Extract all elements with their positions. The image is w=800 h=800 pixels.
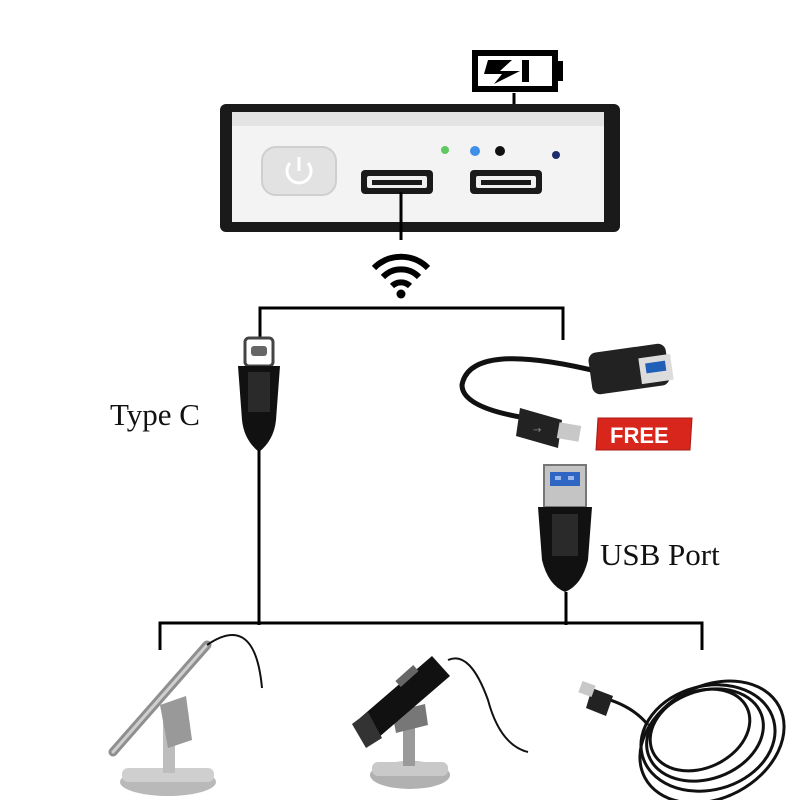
svg-text:→: → [533, 425, 541, 436]
handheld-digital-microscope [352, 656, 529, 789]
upper-bracket [258, 306, 565, 340]
type-c-connector [238, 336, 280, 452]
micro-usb-port-right [470, 170, 542, 194]
power-button[interactable] [261, 146, 337, 196]
micro-usb-port-left [361, 170, 433, 194]
usb-port-label: USB Port [600, 537, 720, 572]
stand-microscope [108, 634, 263, 796]
usb-a-connector [538, 464, 592, 592]
led-green [441, 146, 449, 154]
free-badge-label: FREE [610, 423, 669, 448]
wifi-icon [371, 253, 431, 299]
hub-device [220, 104, 620, 232]
battery-charging-icon [472, 50, 563, 92]
led-indicator [552, 151, 560, 159]
type-c-label: Type C [110, 397, 200, 432]
lower-bracket [158, 621, 704, 650]
led-blue [470, 146, 480, 156]
otg-adapter-cable: → [459, 343, 674, 448]
power-icon [285, 157, 313, 185]
free-badge: FREE [595, 417, 693, 451]
led-black [495, 146, 505, 156]
endoscope-camera-cable [578, 679, 786, 800]
